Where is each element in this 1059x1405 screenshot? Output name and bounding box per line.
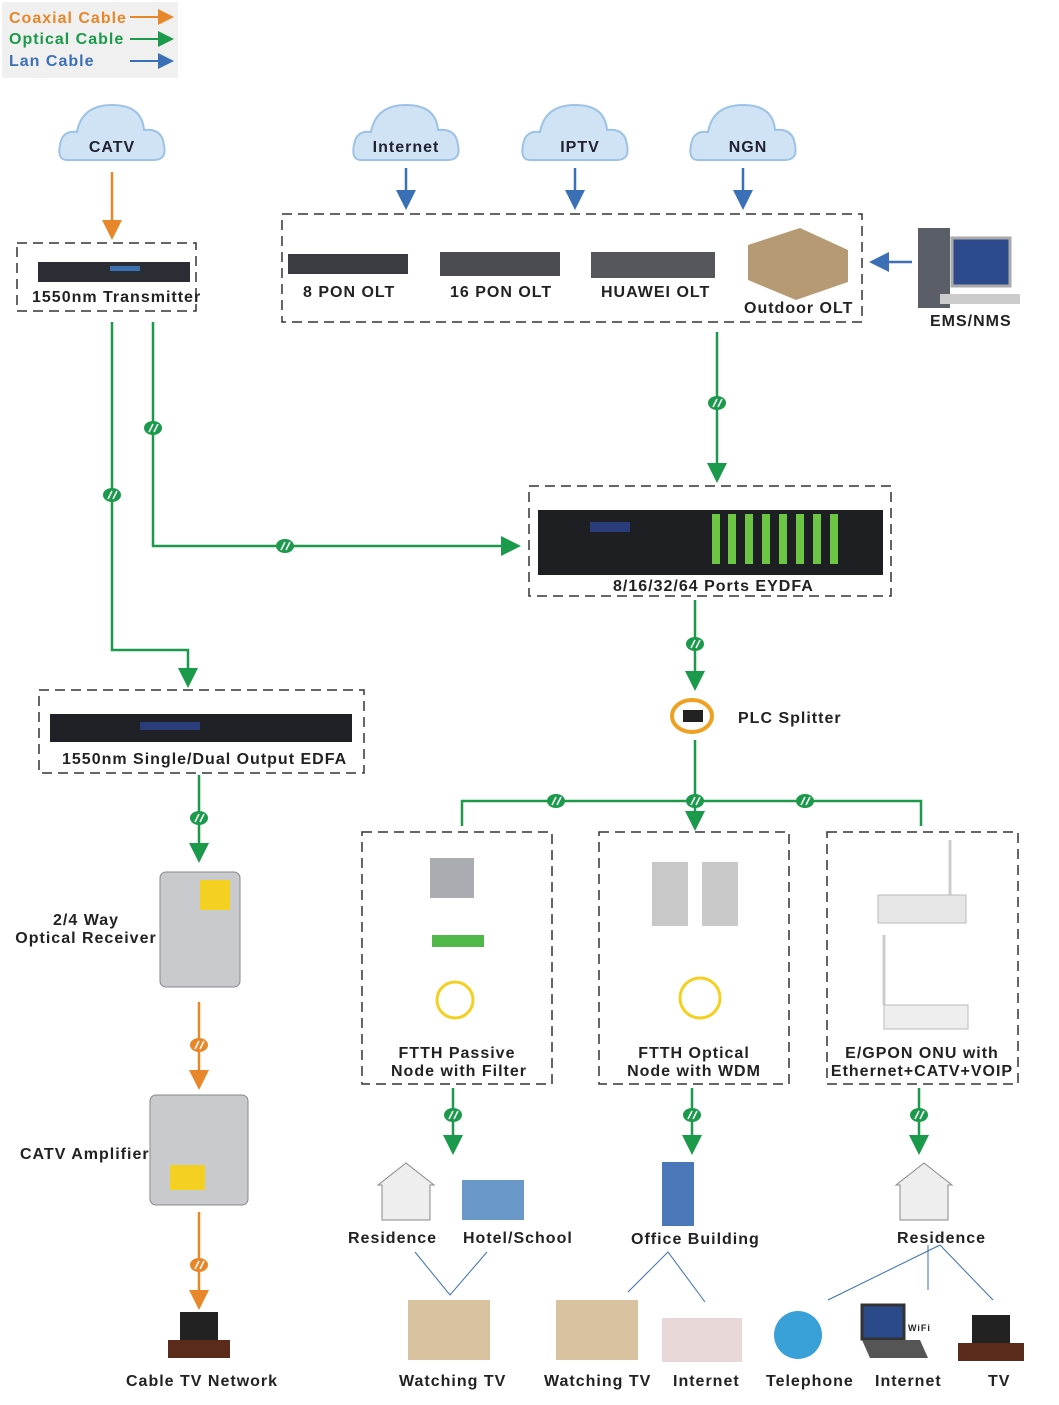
svg-text:NGN: NGN xyxy=(729,139,768,156)
device-ems-nms: EMS/NMS xyxy=(918,228,1020,330)
endpoint-residence-2: Residence xyxy=(894,1162,986,1247)
endpoint-telephone: Telephone xyxy=(766,1311,854,1390)
legend-coaxial: Coaxial Cable xyxy=(9,10,127,27)
svg-text:Residence: Residence xyxy=(348,1230,437,1247)
svg-text:Internet: Internet xyxy=(373,139,440,156)
svg-text:EMS/NMS: EMS/NMS xyxy=(930,313,1012,330)
device-outdoor-olt: Outdoor OLT xyxy=(744,228,853,317)
endpoint-residence-1: Residence xyxy=(348,1162,437,1247)
svg-text:PLC Splitter: PLC Splitter xyxy=(738,710,842,727)
cloud-ngn: NGN xyxy=(689,104,797,161)
endpoint-watching-tv-2: Watching TV xyxy=(544,1300,651,1390)
svg-text:Watching TV: Watching TV xyxy=(544,1373,651,1390)
svg-text:Outdoor OLT: Outdoor OLT xyxy=(744,300,853,317)
svg-text:1550nm Single/Dual Output EDFA: 1550nm Single/Dual Output EDFA xyxy=(62,751,347,768)
svg-text:Internet: Internet xyxy=(875,1373,942,1390)
svg-text:16 PON OLT: 16 PON OLT xyxy=(450,284,552,301)
device-eydfa: 8/16/32/64 Ports EYDFA xyxy=(538,510,883,595)
legend-lan: Lan Cable xyxy=(9,53,94,70)
device-8-pon-olt: 8 PON OLT xyxy=(288,254,408,301)
group-boxes xyxy=(16,213,1019,1085)
svg-text:TV: TV xyxy=(988,1373,1010,1390)
endpoint-internet-1: Internet xyxy=(662,1318,742,1390)
cloud-iptv: IPTV xyxy=(521,104,629,161)
svg-text:Hotel/School: Hotel/School xyxy=(463,1230,573,1247)
device-16-pon-olt: 16 PON OLT xyxy=(440,252,560,301)
device-transmitter: 1550nm Transmitter xyxy=(32,262,201,306)
cloud-catv: CATV xyxy=(58,104,166,161)
svg-text:IPTV: IPTV xyxy=(560,139,600,156)
svg-text:Ethernet+CATV+VOIP: Ethernet+CATV+VOIP xyxy=(831,1063,1013,1080)
svg-text:Optical Receiver: Optical Receiver xyxy=(15,930,156,947)
device-catv-amplifier: CATV Amplifier xyxy=(20,1094,249,1206)
svg-text:CATV: CATV xyxy=(89,139,135,156)
endpoint-tv: TV xyxy=(958,1315,1024,1390)
svg-text:Node with WDM: Node with WDM xyxy=(627,1063,761,1080)
svg-text:E/GPON ONU with: E/GPON ONU with xyxy=(845,1045,999,1062)
svg-text:2/4 Way: 2/4 Way xyxy=(53,912,119,929)
svg-text:FTTH Optical: FTTH Optical xyxy=(638,1045,750,1062)
svg-text:Internet: Internet xyxy=(673,1373,740,1390)
svg-text:Node with Filter: Node with Filter xyxy=(391,1063,527,1080)
svg-text:Watching TV: Watching TV xyxy=(399,1373,506,1390)
svg-text:FTTH Passive: FTTH Passive xyxy=(399,1045,516,1062)
svg-text:Residence: Residence xyxy=(897,1230,986,1247)
device-plc-splitter: PLC Splitter xyxy=(670,698,842,734)
legend-optical: Optical Cable xyxy=(9,31,124,48)
device-huawei-olt: HUAWEI OLT xyxy=(591,252,715,301)
endpoint-office-building: Office Building xyxy=(631,1162,760,1248)
device-cable-tv: Cable TV Network xyxy=(126,1312,278,1390)
svg-text:8/16/32/64 Ports EYDFA: 8/16/32/64 Ports EYDFA xyxy=(613,578,814,595)
svg-text:8 PON OLT: 8 PON OLT xyxy=(303,284,395,301)
svg-text:HUAWEI OLT: HUAWEI OLT xyxy=(601,284,710,301)
svg-text:Office Building: Office Building xyxy=(631,1231,760,1248)
endpoint-watching-tv-1: Watching TV xyxy=(399,1300,506,1390)
wifi-label: WiFi xyxy=(908,1323,931,1333)
device-edfa: 1550nm Single/Dual Output EDFA xyxy=(50,714,352,768)
legend: Coaxial Cable Optical Cable Lan Cable xyxy=(2,2,178,78)
svg-text:CATV Amplifier: CATV Amplifier xyxy=(20,1146,150,1163)
cloud-internet: Internet xyxy=(352,104,460,161)
svg-text:Cable TV Network: Cable TV Network xyxy=(126,1373,278,1390)
endpoint-hotel-school: Hotel/School xyxy=(462,1180,573,1247)
endpoint-links xyxy=(414,1244,994,1303)
svg-text:1550nm Transmitter: 1550nm Transmitter xyxy=(32,289,201,306)
svg-text:Telephone: Telephone xyxy=(766,1373,854,1390)
cables xyxy=(102,168,929,1310)
